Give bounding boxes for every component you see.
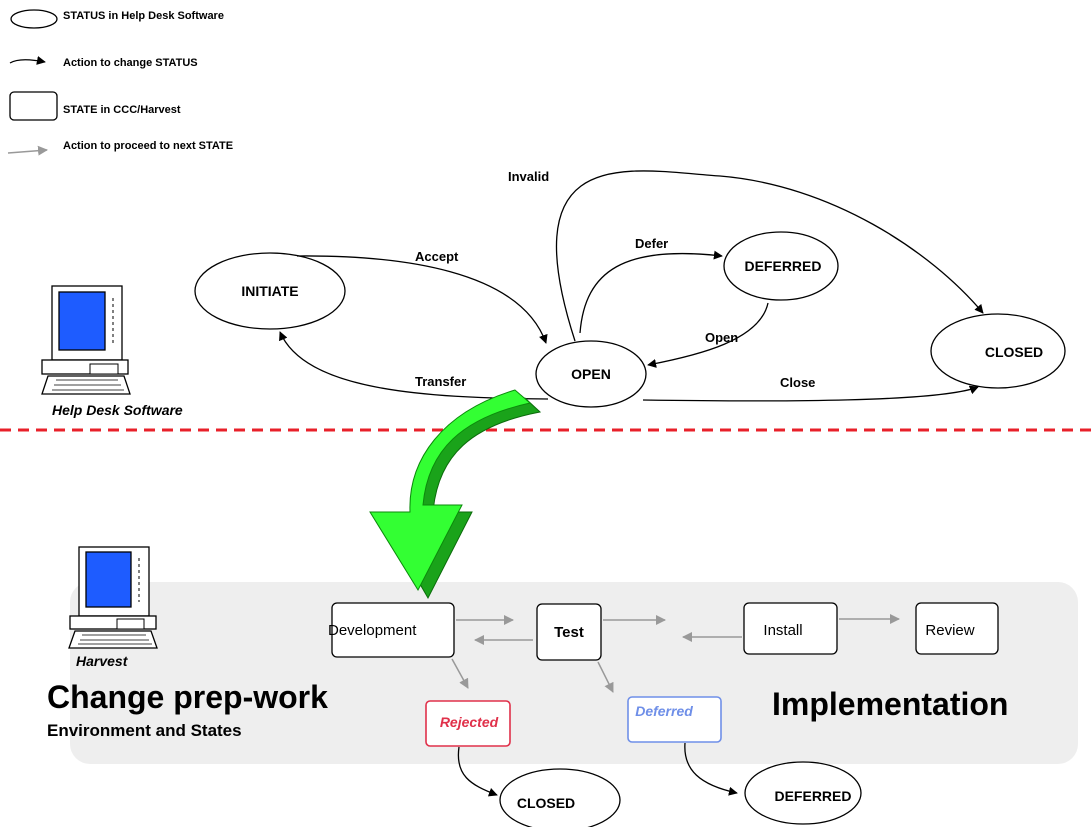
status-node-open: [535, 340, 647, 408]
legend-action-state-arrow: [7, 145, 48, 156]
status-node-deferred-lower-label: DEFERRED: [774, 788, 851, 804]
action-label-transfer: Transfer: [415, 374, 466, 389]
status-node-deferred-lower: [744, 761, 862, 825]
action-arrow-rejected-to-closed: [457, 746, 498, 797]
helpdesk-computer-icon: [41, 285, 131, 395]
state-label-rejected: Rejected: [440, 714, 499, 730]
helpdesk-label: Help Desk Software: [52, 402, 183, 418]
status-node-closed-lower: [499, 768, 621, 827]
status-node-closed-lower-label: CLOSED: [517, 795, 575, 811]
legend-action-state-text: Action to proceed to next STATE: [63, 140, 233, 152]
state-label-development: Development: [328, 622, 417, 639]
action-label-invalid: Invalid: [508, 169, 549, 184]
action-arrow-defer: [579, 250, 723, 334]
legend-state-box: [9, 91, 58, 121]
status-node-deferred-label: DEFERRED: [744, 258, 821, 274]
legend-status-ellipse: [10, 9, 58, 29]
legend-action-status-text: Action to change STATUS: [63, 57, 198, 69]
state-label-deferred: Deferred: [635, 703, 693, 719]
state-box-development: [331, 602, 455, 658]
action-arrow-close: [642, 385, 979, 402]
status-node-deferred: [723, 231, 839, 301]
state-label-install: Install: [763, 622, 802, 639]
legend: STATUS in Help Desk Software Action to c…: [7, 9, 233, 156]
state-box-review: [915, 602, 999, 655]
harvest-computer-icon: [68, 546, 158, 649]
status-node-open-label: OPEN: [571, 366, 611, 382]
state-arrow-test-to-deferred: [597, 661, 614, 693]
action-arrow-open: [647, 302, 769, 368]
action-arrow-accept: [296, 255, 548, 344]
action-label-accept: Accept: [415, 249, 459, 264]
state-box-deferred: [627, 696, 722, 743]
state-box-test: [536, 603, 602, 661]
section-subtitle-prep: Environment and States: [47, 721, 242, 740]
state-label-test: Test: [554, 624, 584, 641]
section-title-prep: Change prep-work: [47, 679, 328, 715]
action-label-close: Close: [780, 375, 815, 390]
state-box-rejected: [425, 700, 511, 747]
status-node-initiate: [194, 252, 346, 330]
legend-state-text: STATE in CCC/Harvest: [63, 104, 181, 116]
action-arrow-deferred-to-deferred: [684, 742, 738, 796]
transition-arrow-icon: [369, 389, 542, 600]
action-arrow-invalid: [555, 170, 984, 342]
state-label-review: Review: [925, 622, 974, 639]
status-node-closed: [930, 313, 1066, 389]
legend-status-text: STATUS in Help Desk Software: [63, 10, 224, 22]
status-node-closed-label: CLOSED: [985, 344, 1043, 360]
action-label-open: Open: [705, 330, 738, 345]
section-title-implementation: Implementation: [772, 686, 1008, 722]
harvest-label: Harvest: [76, 653, 129, 669]
state-box-install: [743, 602, 838, 655]
action-arrow-transfer: [279, 331, 549, 400]
status-node-initiate-label: INITIATE: [241, 283, 298, 299]
action-label-defer: Defer: [635, 236, 668, 251]
state-arrow-development-to-rejected: [451, 658, 469, 689]
legend-action-status-arrow: [9, 55, 46, 65]
